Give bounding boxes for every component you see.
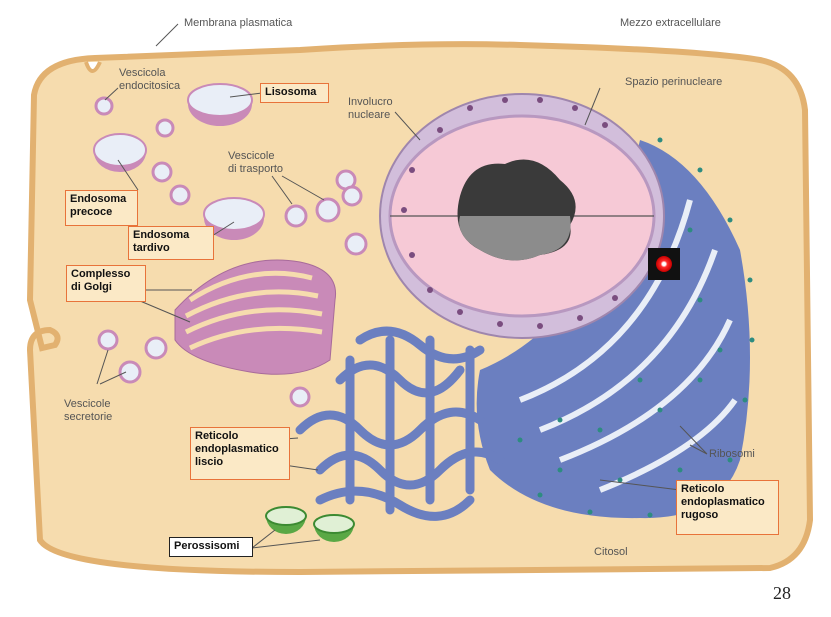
label-involucro-nucleare: Involucro nucleare (348, 96, 393, 121)
page-number: 28 (773, 583, 791, 603)
smooth-er (295, 326, 505, 521)
golgi-apparatus (174, 259, 337, 375)
label-membrana-plasmatica: Membrana plasmatica (184, 17, 293, 29)
nuclear-pores (401, 97, 618, 329)
ribosomes (497, 137, 755, 518)
label-vescicole-secretorie: Vescicole secretorie (64, 398, 113, 423)
endocytic-pit (84, 61, 102, 73)
label-reticolo-rugoso: Reticolo endoplasmatico rugoso (676, 480, 779, 535)
small-vesicles (94, 96, 368, 408)
label-complesso-golgi: Complesso di Golgi (66, 265, 146, 302)
early-endosome (93, 133, 147, 172)
late-endosome (203, 197, 265, 240)
label-citosol: Citosol (594, 546, 628, 558)
label-perossisomi: Perossisomi (169, 537, 253, 557)
label-endosoma-tardivo: Endosoma tardivo (128, 226, 214, 260)
label-vescicole-trasporto: Vescicole di trasporto (228, 150, 284, 175)
peroxisomes (265, 506, 355, 542)
laser-pointer-icon (648, 248, 680, 280)
label-reticolo-liscio: Reticolo endoplasmatico liscio (190, 427, 290, 480)
lysosome (187, 83, 253, 126)
label-vescicola-endocitosica: Vescicola endocitosica (119, 67, 181, 92)
label-endosoma-precoce: Endosoma precoce (65, 190, 138, 226)
label-lisosoma: Lisosoma (260, 83, 329, 103)
label-spazio-perinucleare: Spazio perinucleare (625, 76, 723, 88)
label-ribosomi: Ribosomi (709, 448, 755, 460)
nucleus (379, 93, 665, 339)
label-mezzo-extracellulare: Mezzo extracellulare (620, 17, 721, 29)
